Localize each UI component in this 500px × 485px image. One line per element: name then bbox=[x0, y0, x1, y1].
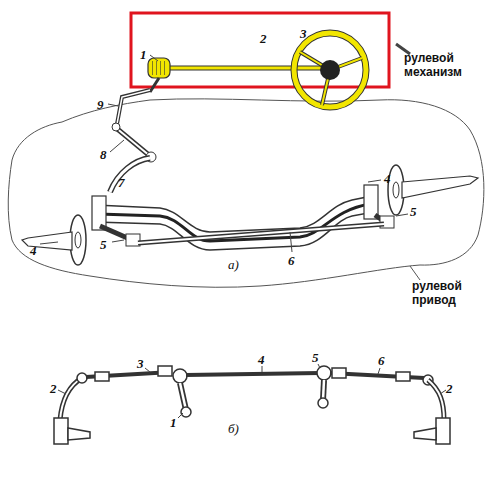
spindle bbox=[402, 176, 478, 198]
callout-number: 1 bbox=[140, 48, 147, 61]
callout-number: 1 bbox=[170, 416, 177, 429]
spindle bbox=[22, 232, 72, 250]
callout-number: 6 bbox=[378, 354, 385, 367]
callout-number: 3 bbox=[137, 357, 144, 370]
callout-number: 8 bbox=[100, 148, 107, 161]
callout-number: 5 bbox=[312, 351, 319, 364]
figure-label: б) bbox=[228, 422, 239, 435]
steering-shaft bbox=[168, 67, 322, 70]
steering-arm bbox=[428, 380, 444, 420]
callout-number: 5 bbox=[410, 205, 417, 218]
callout-number: 2 bbox=[446, 382, 453, 395]
steering-arm bbox=[60, 378, 82, 420]
callout-number: 4 bbox=[30, 244, 37, 257]
callout-number: 2 bbox=[260, 32, 267, 45]
figure-label: а) bbox=[228, 258, 239, 271]
callout-number: 4 bbox=[384, 172, 391, 185]
callout-number: 2 bbox=[50, 382, 57, 395]
idler-arm bbox=[323, 380, 324, 400]
center-link bbox=[186, 373, 320, 375]
part-label: рулевой привод bbox=[412, 280, 494, 308]
callout-number: 5 bbox=[100, 238, 107, 251]
drag-link bbox=[115, 127, 150, 156]
knuckle-arm bbox=[110, 158, 150, 192]
steering-knuckle bbox=[436, 418, 450, 444]
callout-number: 4 bbox=[258, 353, 265, 366]
region-outline bbox=[8, 99, 484, 287]
callout-number: 6 bbox=[288, 254, 295, 267]
callout-number: 7 bbox=[118, 176, 125, 189]
front-axle-beam bbox=[95, 196, 374, 250]
pitman-arm bbox=[180, 383, 186, 410]
pitman-arm bbox=[117, 90, 150, 124]
mechanism-frame bbox=[131, 13, 389, 87]
steering-gear bbox=[148, 58, 170, 78]
steering-wheel bbox=[294, 33, 366, 107]
leader-line bbox=[410, 266, 420, 280]
steering-knuckle bbox=[54, 418, 68, 444]
callout-number: 9 bbox=[97, 98, 104, 111]
callout-number: 3 bbox=[300, 27, 307, 40]
tie-rod bbox=[138, 224, 384, 243]
part-label: рулевой механизм bbox=[404, 52, 486, 80]
